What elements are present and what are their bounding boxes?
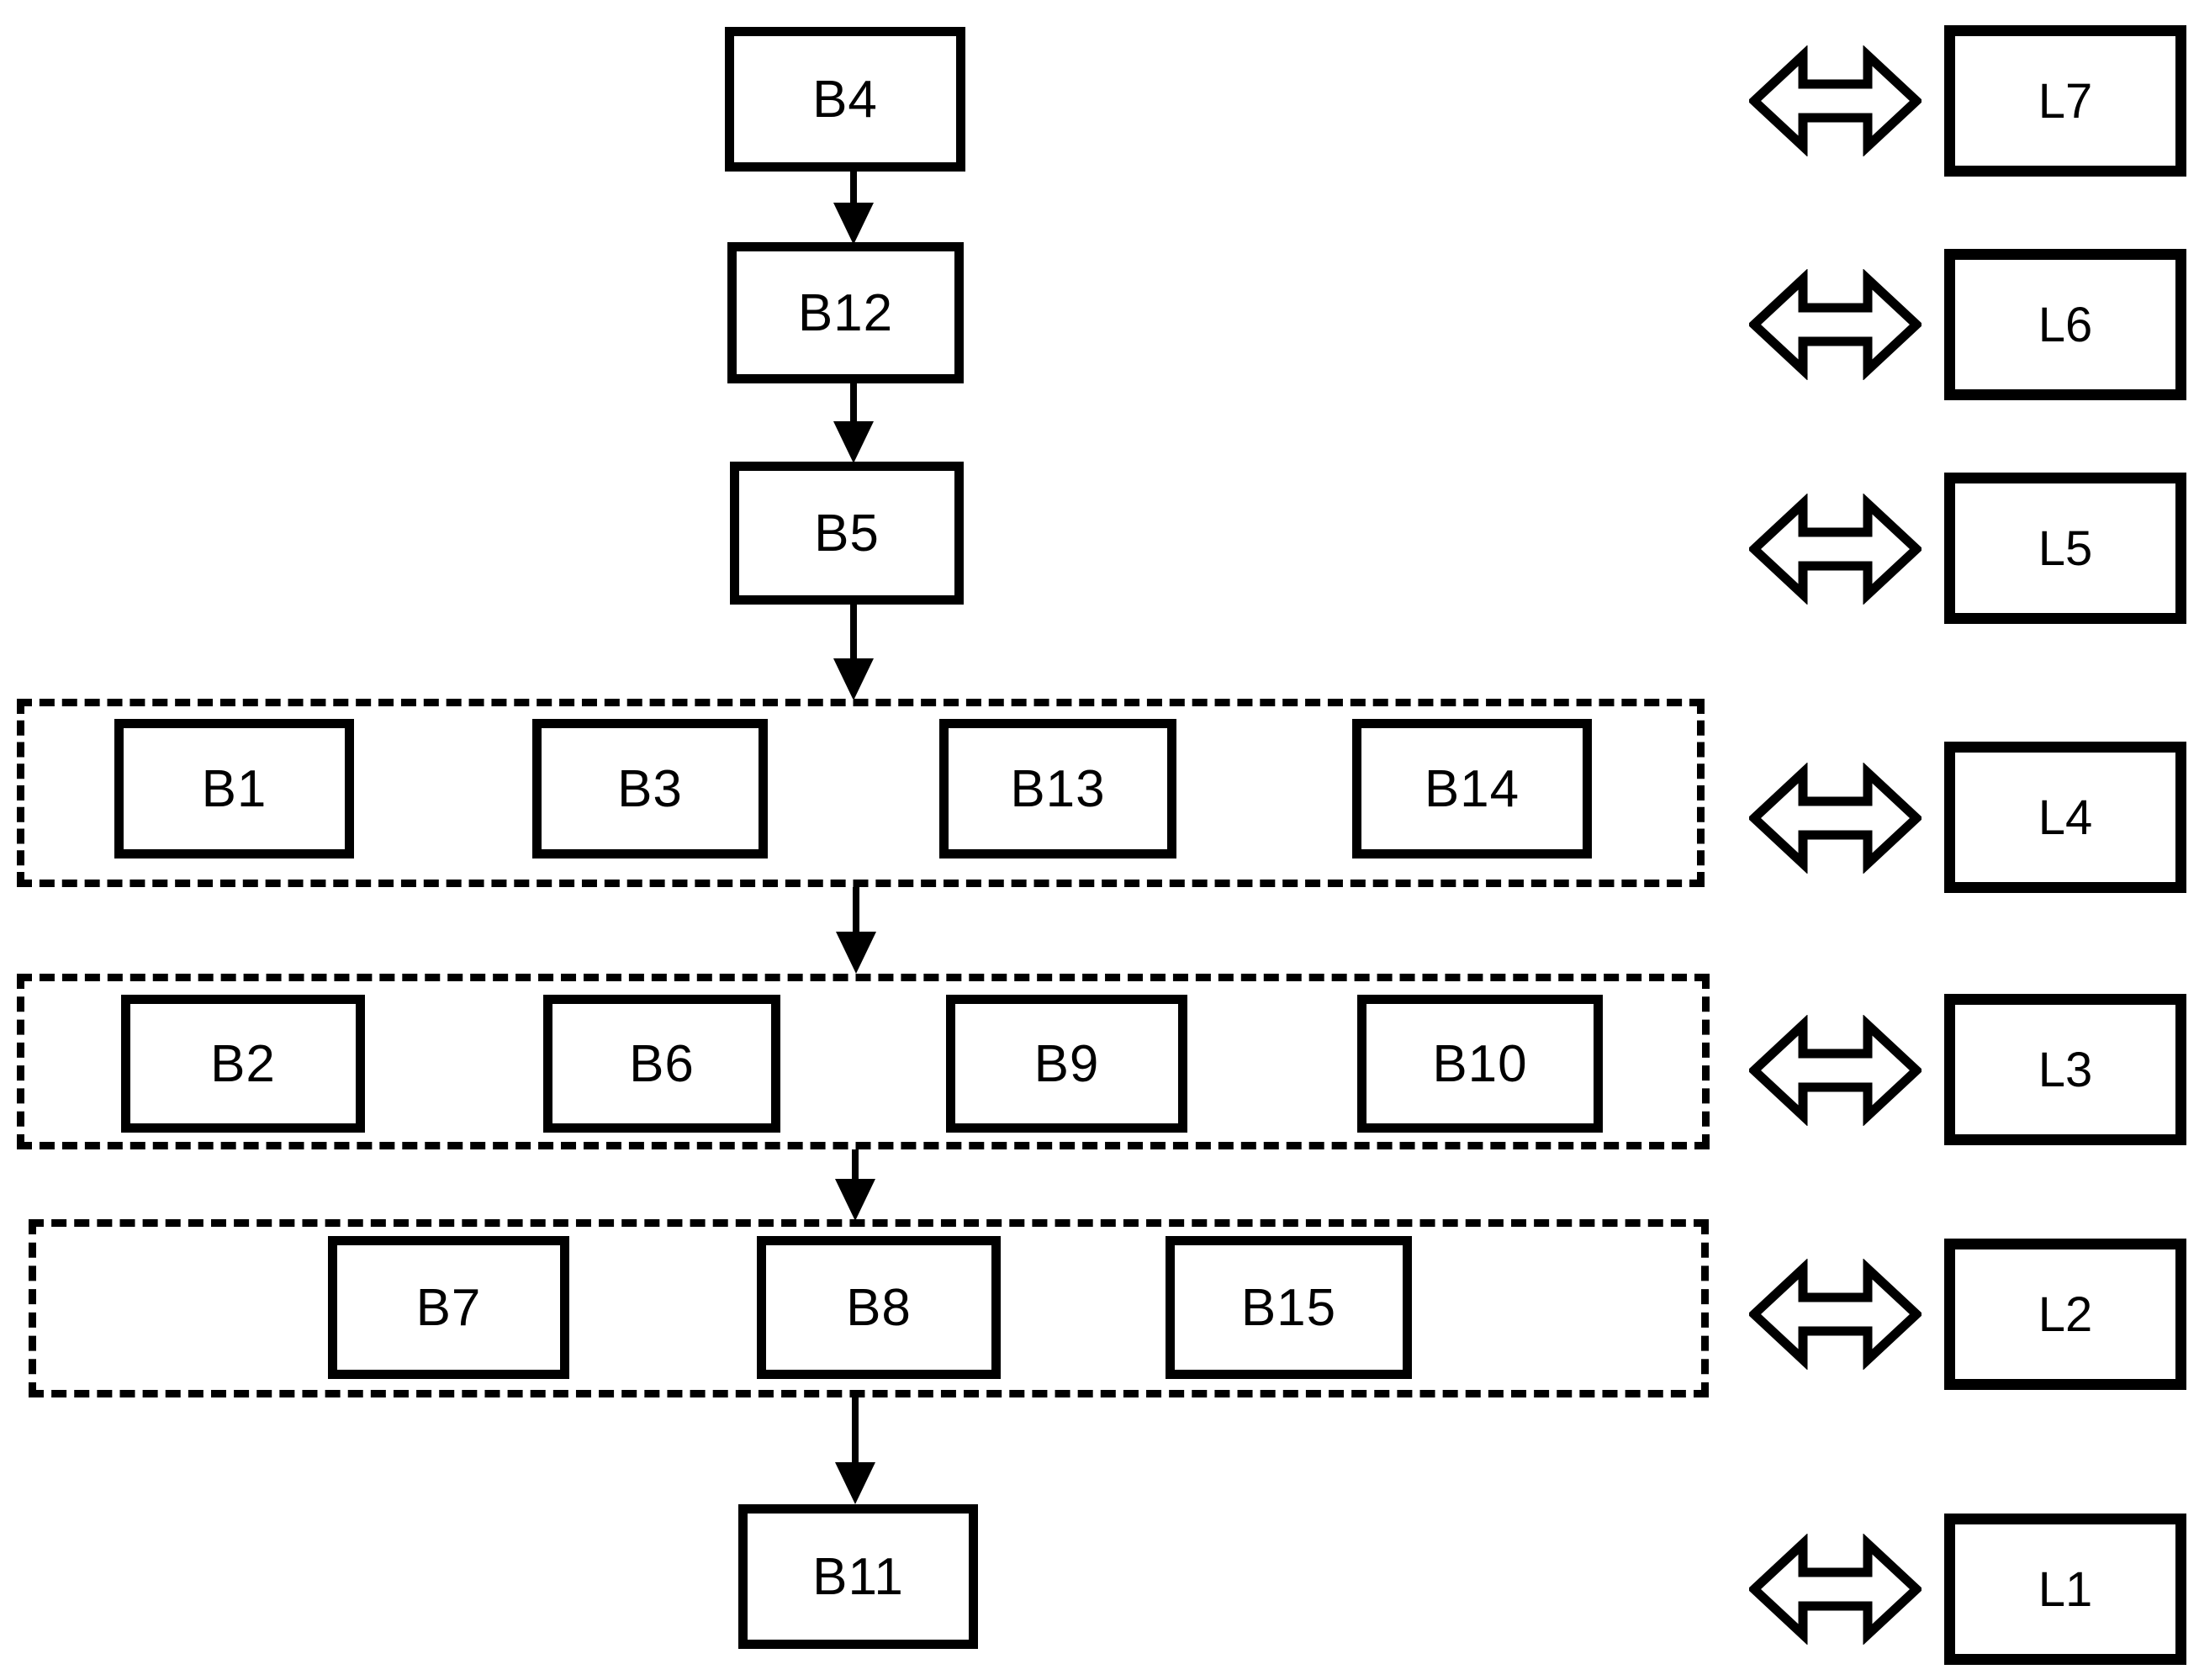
left-right-arrow-icon bbox=[1749, 1015, 1921, 1126]
arrow-shaft bbox=[852, 1149, 859, 1184]
down-arrow-icon bbox=[833, 605, 874, 700]
node-b11: B11 bbox=[738, 1504, 978, 1649]
legend-box-l2: L2 bbox=[1944, 1239, 2186, 1390]
node-b1: B1 bbox=[114, 719, 354, 858]
arrow-head bbox=[833, 421, 874, 463]
down-arrow-icon bbox=[833, 171, 874, 245]
node-b10: B10 bbox=[1357, 995, 1603, 1133]
down-arrow-icon bbox=[833, 383, 874, 463]
left-right-arrow-icon bbox=[1749, 269, 1921, 380]
arrow-shaft bbox=[850, 383, 857, 426]
legend-box-l3: L3 bbox=[1944, 994, 2186, 1145]
legend-box-l5: L5 bbox=[1944, 473, 2186, 624]
down-arrow-icon bbox=[836, 887, 876, 974]
arrow-head bbox=[833, 203, 874, 245]
arrow-shaft bbox=[853, 887, 859, 937]
node-b2: B2 bbox=[121, 995, 365, 1133]
arrow-shaft bbox=[852, 1397, 859, 1467]
node-b5: B5 bbox=[730, 462, 964, 605]
arrow-head bbox=[833, 658, 874, 700]
node-b9: B9 bbox=[946, 995, 1187, 1133]
left-right-arrow-icon bbox=[1749, 45, 1921, 156]
arrow-head bbox=[836, 932, 876, 974]
node-b4: B4 bbox=[725, 27, 965, 172]
left-right-arrow-icon bbox=[1749, 494, 1921, 605]
arrow-head bbox=[835, 1462, 875, 1504]
left-right-arrow-icon bbox=[1749, 1534, 1921, 1645]
legend-box-l7: L7 bbox=[1944, 25, 2186, 177]
node-b14: B14 bbox=[1352, 719, 1592, 858]
arrow-shaft bbox=[850, 171, 857, 208]
legend-box-l4: L4 bbox=[1944, 742, 2186, 893]
down-arrow-icon bbox=[835, 1397, 875, 1504]
node-b15: B15 bbox=[1166, 1236, 1412, 1379]
left-right-arrow-icon bbox=[1749, 763, 1921, 874]
legend-box-l6: L6 bbox=[1944, 249, 2186, 400]
node-b8: B8 bbox=[757, 1236, 1001, 1379]
node-b6: B6 bbox=[543, 995, 780, 1133]
node-b13: B13 bbox=[939, 719, 1176, 858]
down-arrow-icon bbox=[835, 1149, 875, 1221]
legend-box-l1: L1 bbox=[1944, 1514, 2186, 1665]
arrow-shaft bbox=[850, 605, 857, 663]
left-right-arrow-icon bbox=[1749, 1259, 1921, 1370]
arrow-head bbox=[835, 1179, 875, 1221]
node-b3: B3 bbox=[532, 719, 768, 858]
node-b7: B7 bbox=[328, 1236, 569, 1379]
node-b12: B12 bbox=[727, 242, 964, 383]
